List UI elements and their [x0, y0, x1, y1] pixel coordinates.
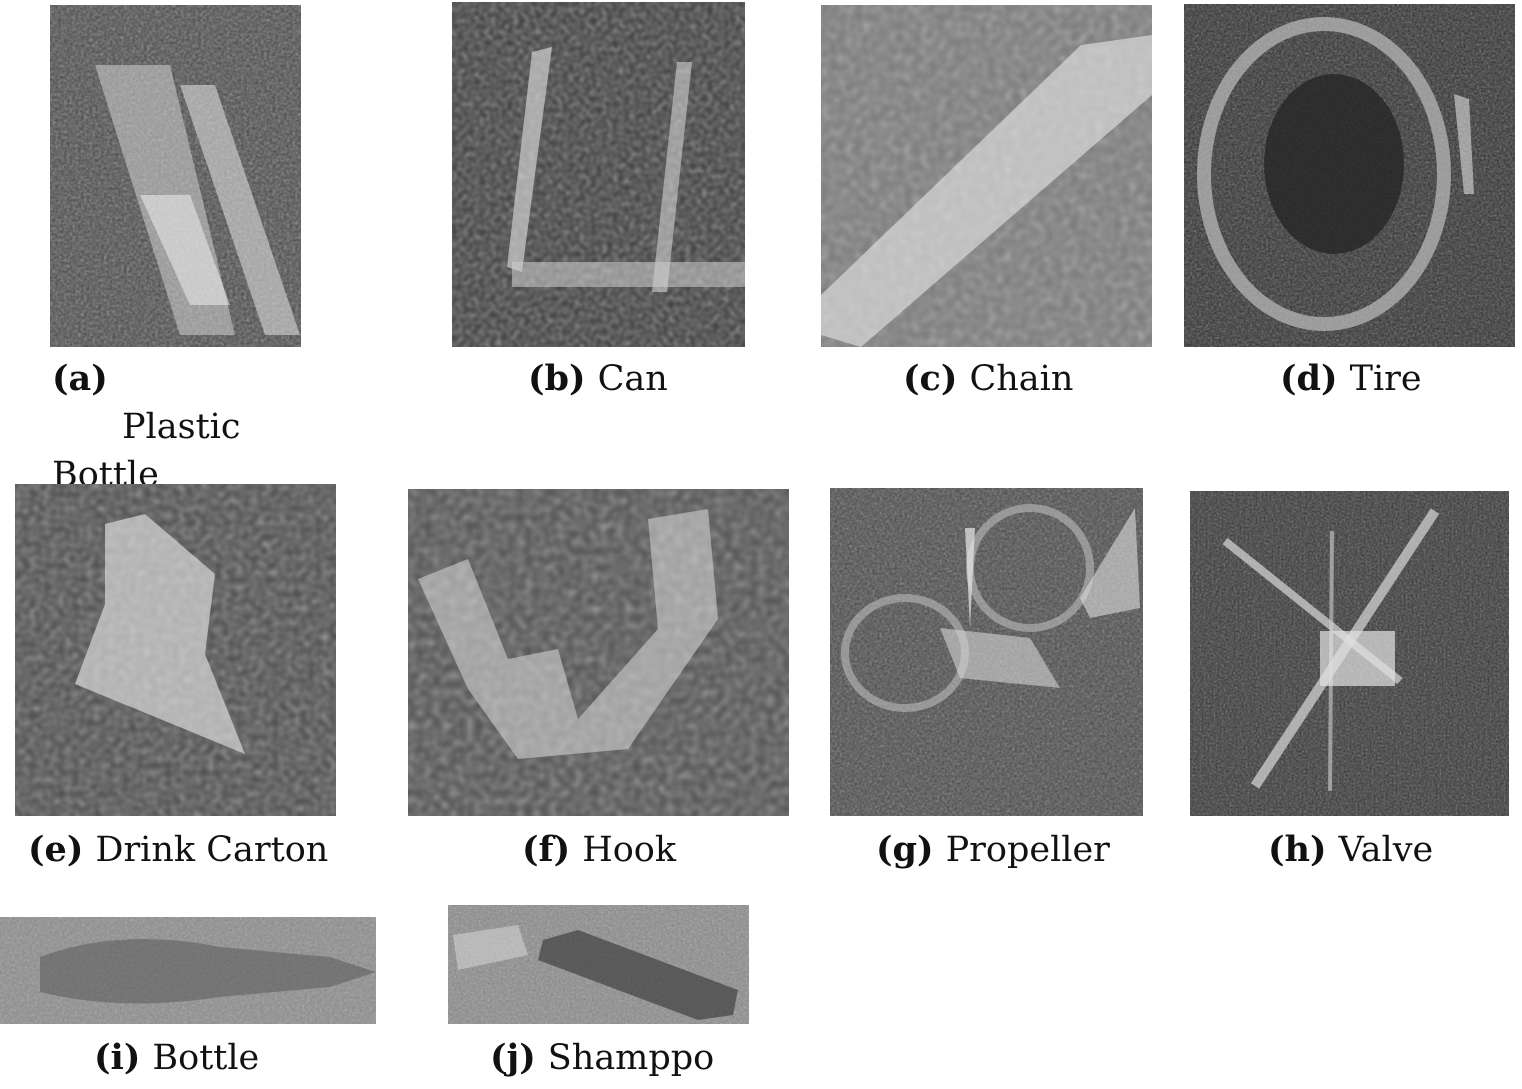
panel-d-caption: (d) Tire: [1280, 355, 1422, 403]
panel-j-label: (j): [490, 1037, 536, 1078]
panel-h-caption: (h) Valve: [1268, 826, 1433, 874]
panel-f-title: Hook: [582, 830, 677, 870]
panel-g-label: (g): [876, 829, 934, 870]
panel-g-title: Propeller: [945, 830, 1110, 870]
panel-i-label: (i): [94, 1037, 141, 1078]
panel-d-label: (d): [1280, 358, 1338, 399]
panel-a-label: (a): [52, 358, 108, 399]
panel-e-caption: (e) Drink Carton: [28, 826, 328, 874]
panel-c-image: [821, 5, 1152, 347]
panel-a-image: [50, 5, 301, 347]
panel-b-label: (b): [528, 358, 586, 399]
panel-a-title: Plastic Bottle: [52, 407, 241, 495]
panel-a-caption: (a) Plastic Bottle: [52, 355, 302, 499]
panel-d-title: Tire: [1349, 359, 1422, 399]
panel-i-title: Bottle: [152, 1038, 260, 1078]
panel-g-caption: (g) Propeller: [876, 826, 1110, 874]
panel-e-label: (e): [28, 829, 84, 870]
panel-c-label: (c): [903, 358, 958, 399]
panel-c-caption: (c) Chain: [903, 355, 1073, 403]
panel-f-image: [408, 489, 789, 816]
panel-h-title: Valve: [1338, 830, 1434, 870]
panel-e-image: [15, 484, 336, 816]
panel-e-title: Drink Carton: [95, 830, 329, 870]
panel-h-label: (h): [1268, 829, 1327, 870]
panel-j-title: Shamppo: [547, 1038, 715, 1078]
panel-h-image: [1190, 491, 1509, 816]
panel-f-label: (f): [522, 829, 571, 870]
panel-c-title: Chain: [969, 359, 1074, 399]
panel-f-caption: (f) Hook: [522, 826, 676, 874]
panel-d-image: [1184, 4, 1515, 347]
panel-g-image: [830, 488, 1143, 816]
panel-b-image: [452, 2, 745, 347]
panel-b-caption: (b) Can: [528, 355, 668, 403]
panel-j-caption: (j) Shamppo: [490, 1034, 714, 1082]
panel-i-image: [0, 917, 376, 1024]
panel-b-title: Can: [597, 359, 668, 399]
panel-j-image: [448, 905, 749, 1024]
panel-i-caption: (i) Bottle: [94, 1034, 259, 1082]
